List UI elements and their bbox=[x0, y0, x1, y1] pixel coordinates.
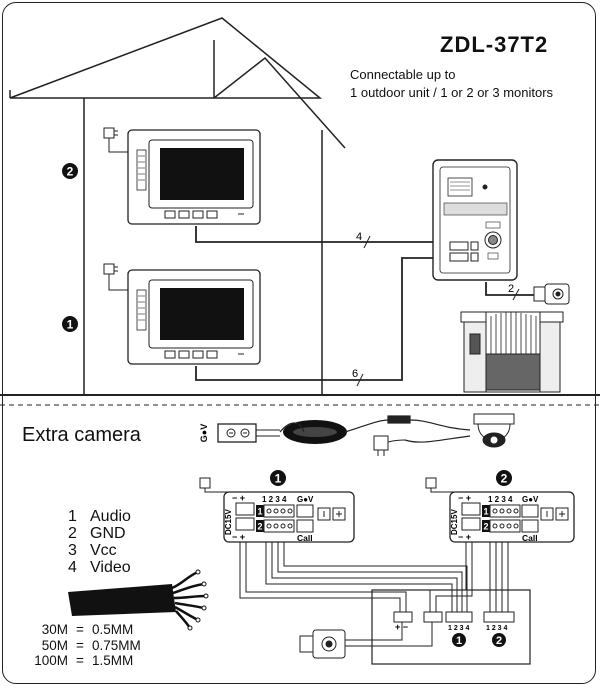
svg-text:1: 1 bbox=[275, 472, 282, 486]
outdoor-unit bbox=[432, 159, 518, 281]
svg-text:2: 2 bbox=[67, 165, 74, 179]
subtitle-line-2: 1 outdoor unit / 1 or 2 or 3 monitors bbox=[350, 85, 554, 100]
speaker-icon bbox=[317, 507, 346, 521]
extra-camera-connector bbox=[217, 423, 280, 443]
indoor-monitor-2 bbox=[127, 129, 261, 225]
doorbell-camera-icon bbox=[299, 629, 346, 659]
model-title: ZDL-37T2 bbox=[440, 32, 549, 57]
multicore-cable-icon bbox=[68, 569, 209, 631]
cable-coil bbox=[283, 420, 347, 444]
svg-text:2: 2 bbox=[501, 472, 508, 486]
power-label: DC15V bbox=[450, 509, 459, 535]
port-number-1: 1 bbox=[257, 507, 262, 517]
outdoor-camera-small bbox=[533, 283, 570, 305]
camera-cable bbox=[279, 415, 471, 443]
extra-camera-label: Extra camera bbox=[22, 424, 141, 446]
junction-pin-label: 1 2 3 4 bbox=[486, 625, 508, 632]
junction-marker-2: 2 bbox=[496, 635, 502, 647]
connector-label: G●V bbox=[199, 424, 209, 442]
dome-camera-icon bbox=[473, 413, 515, 448]
svg-text:1: 1 bbox=[67, 318, 74, 332]
pm-label-top: − + bbox=[458, 493, 471, 503]
junction-box: + − 1 2 3 4 1 2 3 4 1 2 bbox=[239, 542, 531, 665]
cable-spec-row: 50M=0.75MM bbox=[41, 637, 141, 653]
house-outline bbox=[0, 17, 600, 406]
monitor-marker-1: 1 bbox=[62, 316, 78, 332]
subtitle: Connectable up to 1 outdoor unit / 1 or … bbox=[350, 66, 600, 102]
gv-label: G●V bbox=[522, 495, 539, 504]
subtitle-line-1: Connectable up to bbox=[350, 67, 456, 82]
junction-pm-label: + − bbox=[395, 622, 408, 632]
pm-label-top: − + bbox=[232, 493, 245, 503]
pm-label-bottom: − + bbox=[232, 532, 245, 542]
wire-label-6: 6 bbox=[352, 368, 358, 380]
power-plug-icon bbox=[103, 127, 128, 153]
wiring-lines bbox=[195, 226, 540, 381]
marker-badge: 1 bbox=[270, 470, 286, 486]
wire-label-4: 4 bbox=[356, 231, 362, 243]
wire-label-2: 2 bbox=[508, 283, 514, 295]
cable-spec-table: 30M=0.5MM 50M=0.75MM 100M=1.5MM bbox=[30, 622, 141, 669]
pm-label-bottom: − + bbox=[458, 532, 471, 542]
call-label: Call bbox=[297, 533, 313, 543]
gate bbox=[460, 311, 564, 393]
plug-icon bbox=[199, 477, 228, 493]
wire-count-marks bbox=[356, 235, 520, 387]
junction-marker-1: 1 bbox=[456, 635, 462, 647]
pin-label: 1 2 3 4 bbox=[262, 495, 287, 504]
call-label: Call bbox=[522, 533, 538, 543]
port-number-2: 2 bbox=[257, 522, 262, 532]
marker-badge: 2 bbox=[496, 470, 512, 486]
port-number-1: 1 bbox=[483, 507, 488, 517]
junction-pin-label: 1 2 3 4 bbox=[448, 625, 470, 632]
port-number-2: 2 bbox=[483, 522, 488, 532]
cable-spec-row: 100M=1.5MM bbox=[34, 653, 134, 668]
pin-label: 1 2 3 4 bbox=[488, 495, 513, 504]
power-label: DC15V bbox=[224, 509, 233, 535]
cable-spec-row: 30M=0.5MM bbox=[41, 622, 134, 637]
monitor-marker-2: 2 bbox=[62, 163, 78, 179]
power-plug-icon bbox=[103, 263, 128, 291]
power-adapter-icon bbox=[373, 435, 406, 456]
terminal-block-1: 1 − + − + DC15V 1 2 3 4 1 2 G●V Call bbox=[199, 470, 355, 543]
indoor-monitor-1 bbox=[127, 269, 261, 365]
plug-icon bbox=[425, 477, 454, 493]
terminal-block-2: 2 − + − + DC15V 1 2 3 4 1 2 G●V Call bbox=[425, 470, 575, 543]
gv-label: G●V bbox=[297, 495, 314, 504]
speaker-icon bbox=[540, 507, 569, 521]
